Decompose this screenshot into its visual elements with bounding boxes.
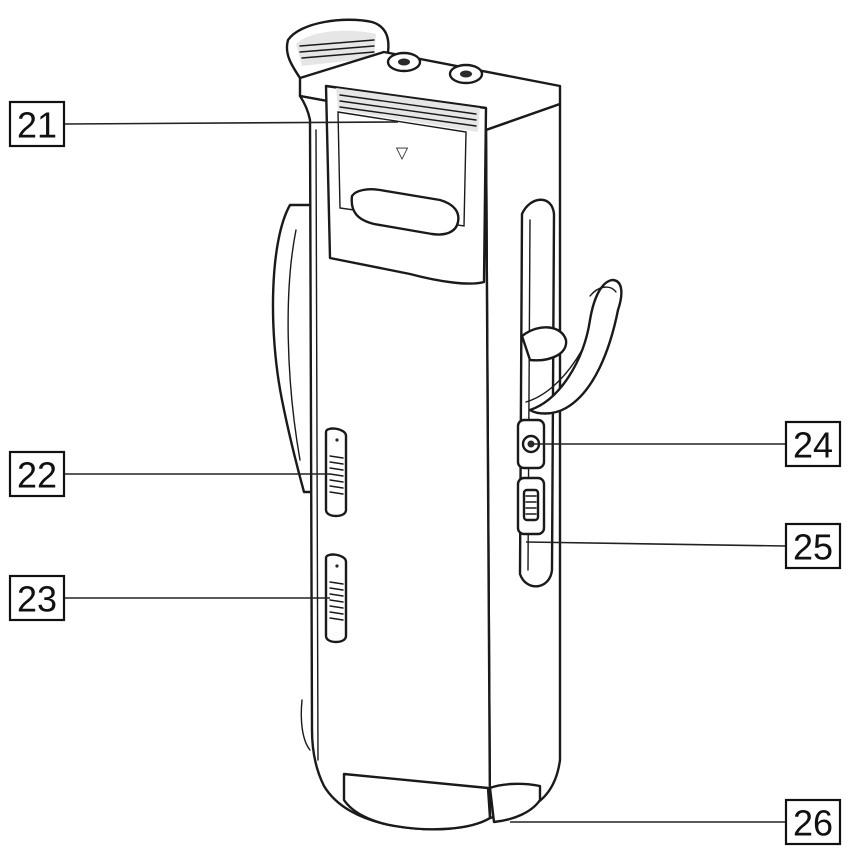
leader-lines: [63, 121, 787, 823]
hand-strap: [520, 278, 623, 415]
left-clip: [271, 203, 314, 494]
callout-26-label: 26: [793, 803, 833, 844]
battery-slot: ▽: [324, 84, 488, 285]
device-illustration: ▽: [271, 18, 623, 831]
side-switch: [516, 476, 546, 536]
bottom-cover: [342, 772, 542, 831]
side-jack: [516, 418, 546, 470]
callout-25: 25: [784, 522, 842, 570]
slide-switch-lower: [324, 553, 348, 644]
leader-21: [63, 121, 399, 125]
callout-22-label: 22: [17, 455, 57, 496]
leader-25: [525, 541, 787, 547]
callout-21: 21: [8, 100, 66, 148]
callout-26: 26: [784, 798, 842, 846]
callout-21-label: 21: [17, 105, 57, 146]
callout-25-label: 25: [793, 527, 833, 568]
slide-switch-upper: [324, 427, 348, 518]
callout-22: 22: [8, 450, 66, 498]
slot-arrow-mark: ▽: [396, 143, 409, 162]
callout-23-label: 23: [17, 579, 57, 620]
callout-23: 23: [8, 574, 66, 622]
top-jacks: [386, 51, 484, 85]
callout-24-label: 24: [793, 425, 833, 466]
callout-24: 24: [784, 420, 842, 468]
